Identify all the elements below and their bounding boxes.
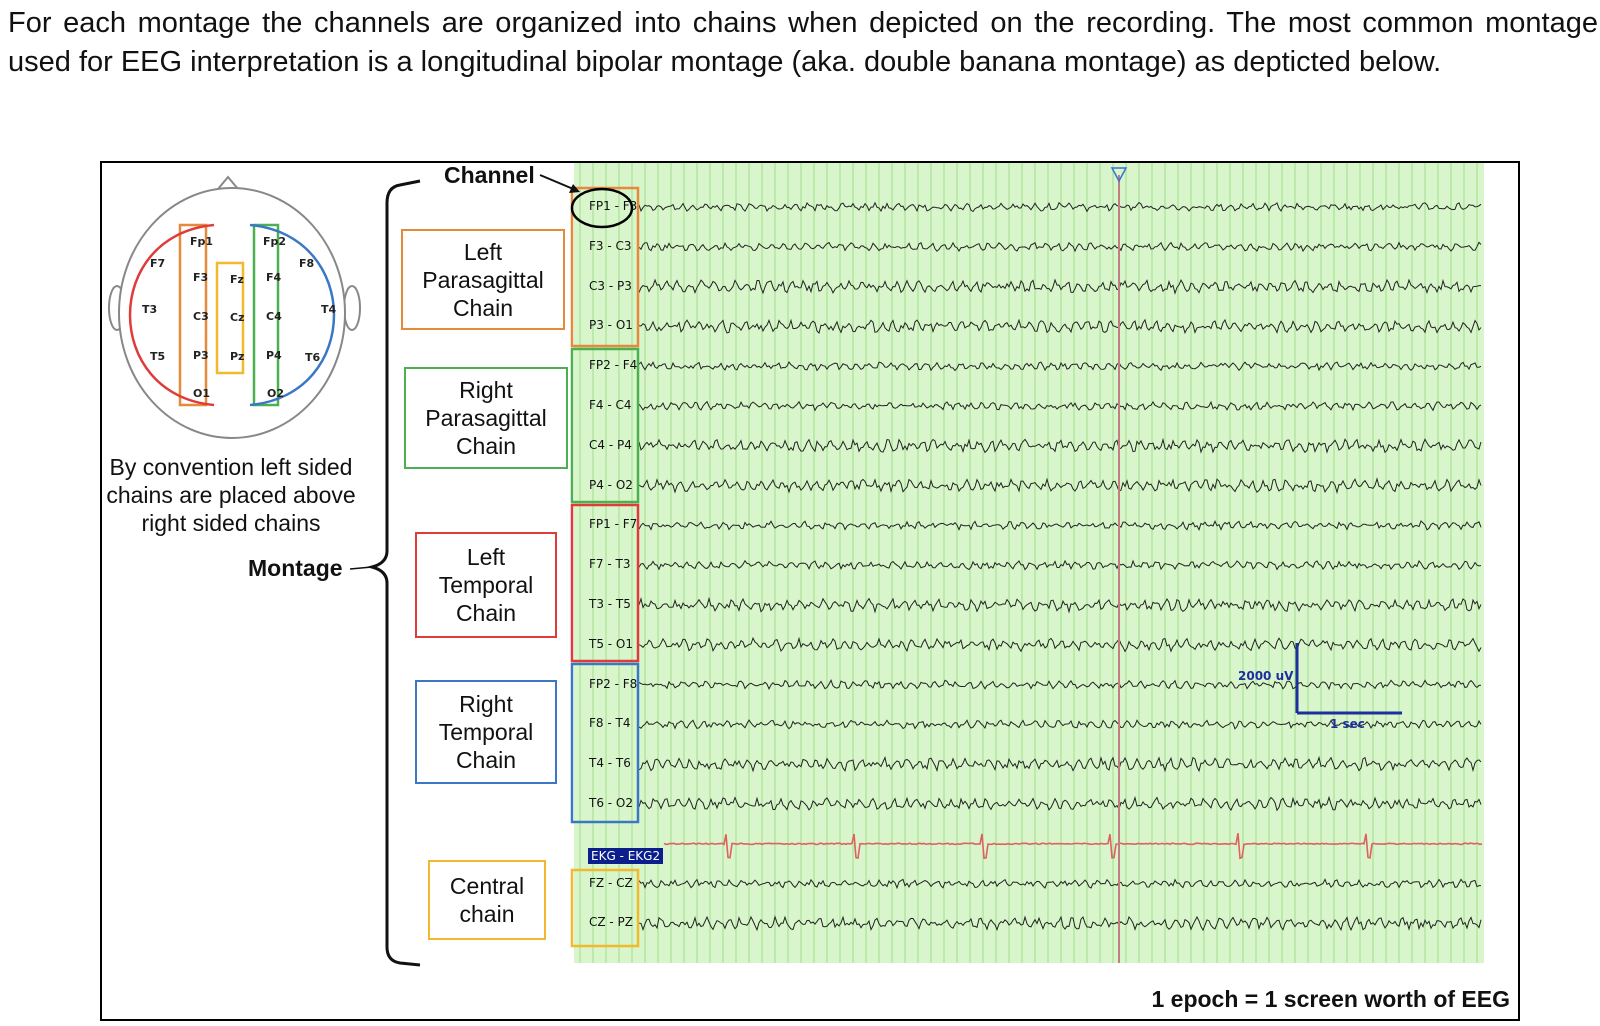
channel-label: F4 - C4: [589, 398, 632, 412]
chain-name: Left Temporal Chain: [438, 544, 534, 626]
channel-label: T5 - O1: [589, 636, 634, 651]
chain-name: Left Parasagittal Chain: [422, 238, 544, 321]
montage-pointer: [349, 566, 373, 570]
channel-label: T6 - O2: [589, 796, 634, 810]
right-ear-shape: [343, 285, 361, 331]
channel-label: F3 - C3: [589, 238, 632, 253]
channel-label: FZ - CZ: [589, 875, 633, 890]
eeg-trace: [638, 559, 1482, 571]
eeg-trace: [638, 878, 1481, 890]
eeg-trace: [638, 755, 1482, 773]
electrode-label: T5: [150, 350, 165, 363]
chain-box-left-temporal: Left Temporal Chain: [415, 532, 557, 638]
electrode-label: Pz: [230, 350, 244, 363]
chain-box-right-temporal: Right Temporal Chain: [415, 680, 557, 784]
channel-label: F8 - T4: [589, 716, 631, 731]
channel-group-left-temporal: [570, 503, 640, 663]
channel-arrow-head: [569, 184, 580, 193]
channel-label-ekg: EKG - EKG2: [588, 848, 664, 864]
electrode-label: P4: [266, 349, 282, 362]
nose-shape: [217, 175, 239, 190]
channel-label: C4 - P4: [589, 437, 632, 452]
channel-label: FP1 - F3: [589, 199, 638, 213]
head-outline: [118, 187, 346, 439]
eeg-trace: [638, 596, 1482, 614]
scale-amplitude-label: 2000 uV: [1238, 669, 1294, 683]
electrode-label: F3: [193, 271, 208, 284]
eeg-traces: [638, 201, 1483, 932]
electrode-label: O2: [267, 387, 284, 400]
channel-label: P4 - O2: [589, 477, 633, 492]
channel-label: FP1 - F7: [589, 517, 638, 532]
central-outline: [215, 261, 245, 375]
eeg-trace: [638, 278, 1481, 295]
eeg-trace: [638, 400, 1482, 412]
intro-paragraph: For each montage the channels are organi…: [8, 7, 1598, 78]
electrode-label: F8: [299, 257, 314, 270]
channel-group-central: [570, 868, 640, 948]
epoch-caption: 1 epoch = 1 screen worth of EEG: [1151, 986, 1510, 1012]
eeg-trace: [638, 318, 1482, 335]
channel-label: C3 - P3: [589, 278, 632, 293]
channel-group-right-temporal: [570, 662, 640, 824]
electrode-label: Fz: [230, 273, 244, 286]
channel-label: FP2 - F8: [589, 676, 638, 691]
eeg-recording: [539, 163, 1484, 963]
electrode-label: T6: [305, 351, 321, 364]
montage-label: Montage: [248, 555, 343, 581]
channel-label: F7 - T3: [589, 557, 631, 572]
channel-group-right-parasagittal: [570, 347, 640, 504]
eeg-trace: [638, 361, 1482, 372]
channel-label: P3 - O1: [589, 318, 633, 333]
left-parasagittal-outline: [178, 223, 208, 407]
chain-name: Central chain: [449, 873, 525, 927]
electrode-label: Fp1: [190, 235, 213, 248]
right-temporal-arc: [249, 223, 336, 407]
chain-box-left-parasagittal: Left Parasagittal Chain: [401, 229, 565, 330]
eeg-trace: [638, 520, 1482, 532]
convention-caption: By convention left sided chains are plac…: [106, 454, 356, 536]
channel-label: FP2 - F4: [589, 358, 638, 373]
electrode-label: T4: [321, 303, 337, 316]
left-temporal-arc: [128, 223, 215, 407]
eeg-trace: [638, 719, 1482, 730]
electrode-label: C4: [266, 310, 282, 323]
electrode-label: Cz: [230, 311, 244, 324]
channel-highlight-ellipse: [570, 187, 634, 229]
electrode-label: F7: [150, 257, 165, 270]
electrode-label: O1: [193, 387, 210, 400]
chain-box-central: Central chain: [428, 860, 546, 940]
channel-label: T4 - T6: [589, 756, 631, 771]
ekg-trace: [663, 833, 1483, 860]
electrode-label: P3: [193, 349, 209, 362]
eeg-trace: [638, 437, 1482, 454]
chain-box-right-parasagittal: Right Parasagittal Chain: [404, 367, 568, 469]
cursor-marker-icon: [1110, 167, 1128, 183]
electrode-label: T3: [142, 303, 157, 316]
electrode-label: C3: [193, 310, 209, 323]
eeg-trace: [638, 477, 1482, 495]
channel-label: T3 - T5: [589, 597, 631, 611]
chain-name: Right Temporal Chain: [438, 691, 534, 773]
eeg-trace: [638, 795, 1482, 812]
electrode-label: F4: [266, 271, 282, 284]
eeg-trace: [638, 201, 1482, 213]
channel-label: CZ - PZ: [589, 915, 634, 930]
scale-time-label: 1 sec: [1330, 717, 1365, 731]
channel-label: Channel: [444, 162, 535, 188]
eeg-trace: [638, 679, 1482, 691]
chain-name: Right Parasagittal Chain: [425, 377, 547, 459]
electrode-label: Fp2: [263, 235, 286, 248]
eeg-trace: [638, 636, 1482, 653]
right-parasagittal-outline: [252, 223, 280, 407]
eeg-trace: [638, 915, 1482, 932]
eeg-trace: [638, 241, 1482, 253]
